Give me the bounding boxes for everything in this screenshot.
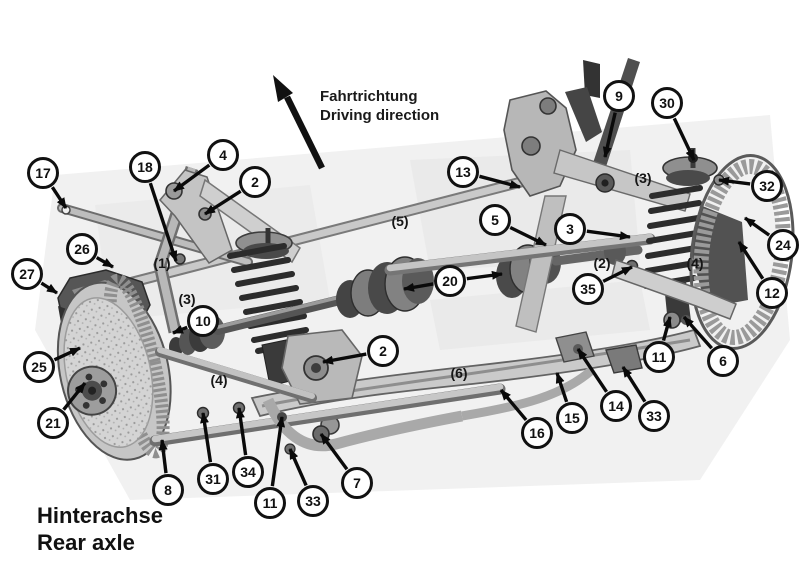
driving-direction-en: Driving direction <box>320 107 440 124</box>
callout-14: 14 <box>600 390 632 422</box>
callout-arrow-10 <box>172 325 188 335</box>
ref-label-3-1: (3) <box>178 291 196 307</box>
callout-arrow-34 <box>235 407 248 456</box>
callout-27: 27 <box>11 258 43 290</box>
callout-arrow-25 <box>53 346 81 362</box>
ref-label-2-4: (2) <box>593 255 611 271</box>
ref-label-6-7: (6) <box>450 365 468 381</box>
callout-arrow-14 <box>576 348 608 393</box>
callout-12: 12 <box>756 277 788 309</box>
callout-35: 35 <box>572 273 604 305</box>
callout-26: 26 <box>66 233 98 265</box>
callout-arrow-4 <box>172 163 211 193</box>
callout-arrow-13 <box>479 174 521 189</box>
callout-arrow-32 <box>718 176 751 186</box>
brake-disc-left <box>56 273 172 461</box>
callout-arrow-3 <box>586 229 631 241</box>
callout-arrow-9 <box>602 112 617 158</box>
callout-32: 32 <box>751 170 783 202</box>
callout-arrow-27 <box>40 281 58 295</box>
callout-30: 30 <box>651 87 683 119</box>
callout-5: 5 <box>479 204 511 236</box>
callout-3: 3 <box>554 213 586 245</box>
callout-25: 25 <box>23 351 55 383</box>
callout-9: 9 <box>603 80 635 112</box>
callout-4: 4 <box>207 139 239 171</box>
callout-21: 21 <box>37 407 69 439</box>
callout-arrow-17 <box>50 186 68 209</box>
callout-17: 17 <box>27 157 59 189</box>
callout-arrow-21 <box>62 381 87 411</box>
diagram-title-de: Hinterachse <box>37 503 163 528</box>
callout-16: 16 <box>521 417 553 449</box>
callout-arrow-33 <box>288 448 308 487</box>
ref-label-3-6: (3) <box>634 170 652 186</box>
callout-33: 33 <box>638 400 670 432</box>
ref-label-5-3: (5) <box>391 213 409 229</box>
callout-13: 13 <box>447 156 479 188</box>
ref-label-4-2: (4) <box>210 372 228 388</box>
callout-10: 10 <box>187 305 219 337</box>
callout-arrow-11 <box>270 416 286 487</box>
callout-arrow-30 <box>672 117 696 161</box>
callout-6: 6 <box>707 345 739 377</box>
callout-33: 33 <box>297 485 329 517</box>
callout-arrow-35 <box>602 265 633 283</box>
callout-arrow-15 <box>555 372 569 403</box>
callout-24: 24 <box>767 229 799 261</box>
diagram-title: Hinterachse Rear axle <box>37 502 163 556</box>
callout-20: 20 <box>434 265 466 297</box>
callout-31: 31 <box>197 463 229 495</box>
callout-arrow-6 <box>682 315 713 350</box>
callout-arrow-8 <box>158 439 168 474</box>
callout-2: 2 <box>367 335 399 367</box>
callout-18: 18 <box>129 151 161 183</box>
stabilizer-bar <box>127 167 562 288</box>
callout-34: 34 <box>232 456 264 488</box>
driving-direction-de: Fahrtrichtung <box>320 88 418 105</box>
ref-label-4-5: (4) <box>686 255 704 271</box>
callout-arrow-16 <box>499 388 528 422</box>
callout-arrow-7 <box>319 432 349 471</box>
callout-arrow-12 <box>737 241 765 280</box>
callout-arrow-26 <box>95 256 114 269</box>
callout-arrow-2 <box>204 189 242 216</box>
callout-arrow-20 <box>466 270 503 281</box>
driving-direction-label: Fahrtrichtung Driving direction <box>320 87 439 125</box>
callout-11: 11 <box>254 487 286 519</box>
callout-arrow-18 <box>148 182 178 262</box>
callout-11: 11 <box>643 341 675 373</box>
callout-arrow-31 <box>200 412 213 463</box>
callout-7: 7 <box>341 467 373 499</box>
callout-arrow-2 <box>322 352 367 365</box>
callout-arrow-5 <box>509 225 547 247</box>
diagram-title-en: Rear axle <box>37 530 135 555</box>
callout-arrow-33 <box>621 366 647 403</box>
callout-15: 15 <box>556 402 588 434</box>
ref-label-1-0: (1) <box>153 255 171 271</box>
driving-direction-arrow <box>273 75 325 170</box>
callout-arrow-20 <box>403 282 434 292</box>
callout-arrow-11 <box>661 316 672 342</box>
callout-2: 2 <box>239 166 271 198</box>
callout-8: 8 <box>152 474 184 506</box>
callout-arrow-24 <box>744 216 771 237</box>
